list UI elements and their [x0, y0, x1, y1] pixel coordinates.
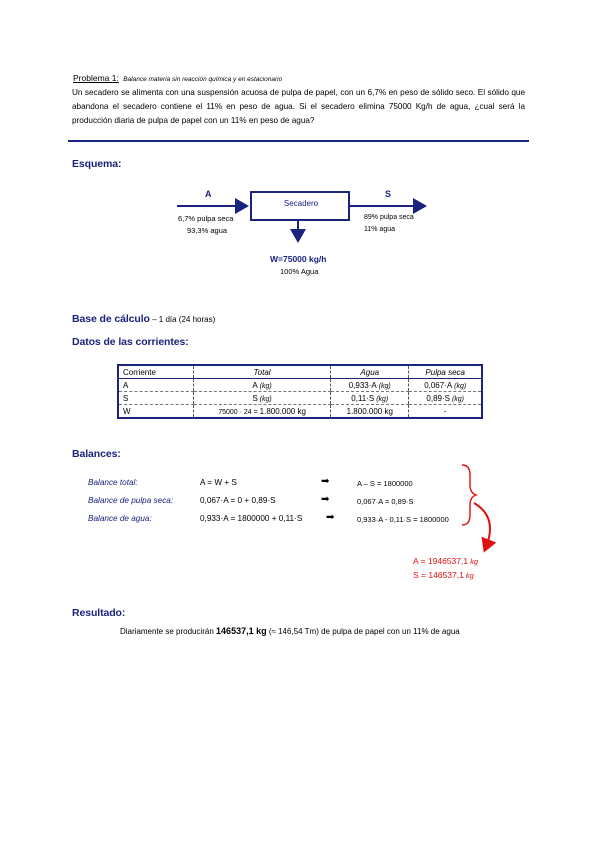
- balance-total-label: Balance total:: [88, 478, 138, 487]
- table-row: A A (kg) 0,933·A (kg) 0,067·A (kg): [118, 378, 482, 392]
- problem-label: Problema 1:: [73, 73, 119, 83]
- problem-title: Problema 1: Balance materia sin reacción…: [73, 73, 282, 83]
- right-arrow-icon: ➡: [321, 476, 330, 487]
- stream-water: 0,933·A (kg): [330, 378, 409, 392]
- stream-water: 1.800.000 kg: [330, 404, 409, 418]
- dryer-label: Secadero: [283, 199, 319, 208]
- col-header-total: Total: [192, 365, 331, 379]
- system-brace: [461, 464, 497, 553]
- stream-name: A: [118, 378, 194, 392]
- balance-pulp-equation: 0,067·A = 0 + 0,89·S: [200, 496, 276, 505]
- curved-arrow-icon: [473, 502, 497, 553]
- stream-a-composition-1: 6,7% pulpa seca: [178, 214, 234, 223]
- stream-s-composition-1: 89% pulpa seca: [364, 214, 414, 221]
- stream-w-composition: 100% Agua: [280, 267, 319, 276]
- stream-pulp: 0,89·S (kg): [408, 391, 482, 405]
- stream-s-composition-2: 11% agua: [364, 226, 396, 233]
- dryer-box: [250, 191, 350, 221]
- stream-pulp: 0,067·A (kg): [408, 378, 482, 392]
- stream-pulp: -: [408, 404, 482, 418]
- stream-total: A (kg): [192, 378, 331, 392]
- balance-pulp-label: Balance de pulpa seca:: [88, 496, 174, 505]
- table-row: W 75000 · 24 = 1.800.000 kg 1.800.000 kg…: [118, 404, 482, 418]
- stream-a-composition-2: 93,3% agua: [187, 226, 228, 235]
- stream-water: 0,11·S (kg): [330, 391, 409, 405]
- result-heading: Resultado:: [72, 607, 126, 619]
- right-arrow-icon: ➡: [321, 494, 330, 505]
- stream-name: W: [123, 406, 131, 416]
- streams-heading: Datos de las corrientes:: [72, 336, 189, 348]
- balance-water-label: Balance de agua:: [88, 514, 152, 523]
- col-header-pulp: Pulpa seca: [408, 365, 482, 379]
- balance-total-result: A – S = 1800000: [357, 479, 413, 488]
- brace-icon: [461, 464, 479, 526]
- right-arrow-icon: ➡: [326, 512, 335, 523]
- streams-table: Corriente Total Agua Pulpa seca A A (kg)…: [117, 364, 483, 419]
- calculation-base-value: – 1 día (24 horas): [149, 315, 216, 324]
- balance-pulp-result: 0,067·A = 0,89·S: [357, 497, 414, 506]
- problem-subtitle: Balance materia sin reacción química y e…: [123, 76, 283, 83]
- stream-w-flow: W=75000 kg/h: [270, 254, 327, 264]
- table-row: S S (kg) 0,11·S (kg) 0,89·S (kg): [118, 391, 482, 405]
- stream-name: S: [118, 391, 194, 405]
- solution-a: A = 1946537,1 kg: [413, 556, 479, 566]
- stream-a-label: A: [205, 189, 212, 199]
- schema-heading: Esquema:: [72, 158, 122, 170]
- col-header-water: Agua: [330, 365, 409, 379]
- table-header-row: Corriente Total Agua Pulpa seca: [118, 365, 482, 379]
- solution-s: S = 146537,1 kg: [413, 570, 474, 580]
- calculation-base-label: Base de cálculo: [72, 313, 150, 325]
- col-header-stream: Corriente: [118, 365, 194, 379]
- balance-water-result: 0,933·A - 0,11·S = 1800000: [357, 515, 449, 524]
- calculation-base: Base de cálculo – 1 día (24 horas): [72, 309, 215, 327]
- problem-statement: Un secadero se alimenta con una suspensi…: [72, 88, 525, 125]
- section-divider: [68, 140, 529, 142]
- stream-total: S (kg): [192, 391, 331, 405]
- result-sentence: Diariamente se producirán 146537,1 kg (≈…: [120, 626, 460, 636]
- process-diagram: [177, 191, 427, 243]
- balance-water-equation: 0,933·A = 1800000 + 0,11·S: [200, 514, 303, 523]
- stream-s-label: S: [385, 189, 392, 199]
- stream-total: 75000 · 24 = 1.800.000 kg: [192, 404, 331, 418]
- balance-total-equation: A = W + S: [200, 478, 237, 487]
- balances-heading: Balances:: [72, 448, 121, 460]
